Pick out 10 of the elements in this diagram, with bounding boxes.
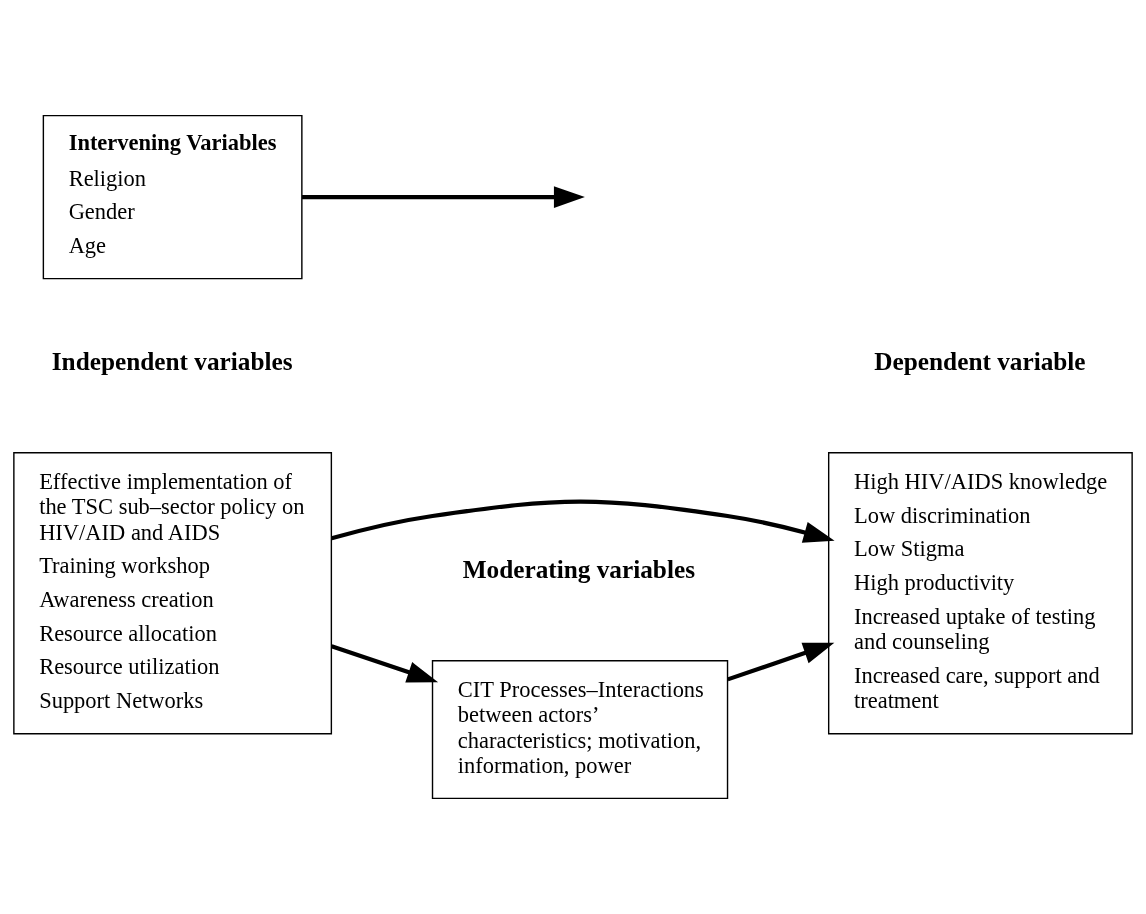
- node-box: High HIV/AIDS knowledge Low discrimination Low Stigma High productivity Increased uptake of testing and counseling Increased care, support and treatment: [827, 452, 1133, 735]
- label: Independent variables: [51, 347, 293, 376]
- arrow: [330, 644, 439, 683]
- node-box: Intervening Variables Religion Gender Age: [42, 114, 303, 280]
- label: Dependent variable: [874, 347, 1086, 376]
- node-box: Effective implementation of the TSC sub–sector policy on HIV/AID and AIDS Training workshop Awareness creation Resource allocation Resource utilization Support Networks: [13, 452, 333, 735]
- arrow: [727, 642, 835, 682]
- arrow: [331, 499, 835, 543]
- node-box: CIT Processes–Interactions between actors’ characteristics; motivation, information, power: [431, 660, 729, 800]
- label: Moderating variables: [462, 555, 695, 584]
